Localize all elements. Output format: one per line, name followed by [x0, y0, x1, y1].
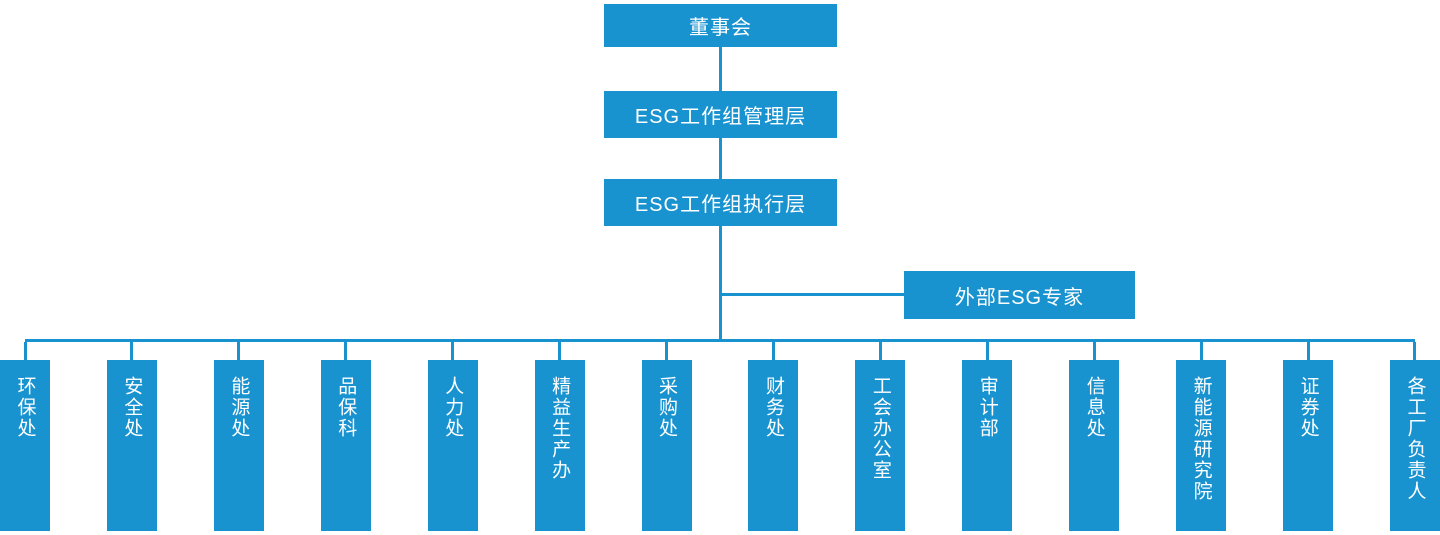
dept-label: 采购处	[656, 376, 678, 439]
connector-trunk-vertical	[719, 226, 722, 342]
dept-cell: 财务处	[748, 342, 799, 531]
org-node-department: 人力处	[427, 360, 478, 531]
org-node-department: 新能源研究院	[1176, 360, 1227, 531]
org-node-external-experts-label: 外部ESG专家	[954, 286, 1085, 309]
dept-label: 精益生产办	[549, 376, 571, 481]
dept-label: 各工厂负责人	[1404, 376, 1426, 502]
org-node-department: 安全处	[106, 360, 157, 531]
dept-cell: 工会办公室	[855, 342, 906, 531]
org-node-department: 采购处	[641, 360, 692, 531]
org-node-execution: ESG工作组执行层	[604, 179, 837, 226]
connector-dept-stub	[130, 342, 134, 360]
dept-label: 工会办公室	[869, 376, 891, 481]
connector-board-management	[719, 47, 722, 91]
dept-label: 新能源研究院	[1190, 376, 1212, 502]
dept-cell: 采购处	[641, 342, 692, 531]
connector-dept-stub	[878, 342, 882, 360]
org-node-management: ESG工作组管理层	[604, 91, 837, 138]
dept-label: 证券处	[1297, 376, 1319, 439]
org-node-board-label: 董事会	[689, 17, 752, 39]
connector-dept-stub	[1413, 342, 1417, 360]
connector-dept-stub	[665, 342, 669, 360]
connector-dept-stub	[451, 342, 455, 360]
org-node-department: 环保处	[0, 360, 50, 531]
connector-dept-stub	[1199, 342, 1203, 360]
dept-label: 安全处	[121, 376, 143, 439]
org-node-department: 能源处	[213, 360, 264, 531]
dept-cell: 证券处	[1283, 342, 1334, 531]
org-node-department: 审计部	[962, 360, 1013, 531]
connector-management-execution	[719, 138, 722, 179]
dept-cell: 能源处	[213, 342, 264, 531]
dept-cell: 精益生产办	[534, 342, 585, 531]
dept-label: 品保科	[335, 376, 357, 439]
connector-dept-stub	[344, 342, 348, 360]
connector-dept-stub	[1306, 342, 1310, 360]
dept-cell: 环保处	[0, 342, 50, 531]
dept-label: 审计部	[976, 376, 998, 439]
connector-dept-stub	[23, 342, 27, 360]
connector-external-branch	[720, 293, 904, 296]
dept-label: 财务处	[762, 376, 784, 439]
org-node-department: 精益生产办	[534, 360, 585, 531]
dept-cell: 品保科	[320, 342, 371, 531]
org-node-management-label: ESG工作组管理层	[634, 106, 807, 128]
dept-cell: 新能源研究院	[1176, 342, 1227, 531]
dept-label: 能源处	[228, 376, 250, 439]
org-node-department: 证券处	[1283, 360, 1334, 531]
org-node-department: 财务处	[748, 360, 799, 531]
org-node-department: 品保科	[320, 360, 371, 531]
org-node-department: 各工厂负责人	[1389, 360, 1440, 531]
dept-label: 环保处	[14, 376, 36, 439]
connector-departments-horizontal	[25, 339, 1415, 342]
dept-cell: 信息处	[1069, 342, 1120, 531]
dept-label: 人力处	[442, 376, 464, 439]
connector-dept-stub	[771, 342, 775, 360]
dept-cell: 审计部	[962, 342, 1013, 531]
org-node-external-experts: 外部ESG专家	[904, 271, 1135, 319]
org-node-execution-label: ESG工作组执行层	[634, 194, 807, 216]
dept-cell: 各工厂负责人	[1389, 342, 1440, 531]
connector-dept-stub	[237, 342, 241, 360]
org-node-department: 工会办公室	[855, 360, 906, 531]
connector-dept-stub	[1092, 342, 1096, 360]
org-node-board: 董事会	[604, 4, 837, 47]
dept-cell: 安全处	[106, 342, 157, 531]
dept-cell: 人力处	[427, 342, 478, 531]
departments-row: 环保处 安全处 能源处 品保科 人力处	[0, 342, 1440, 531]
connector-dept-stub	[558, 342, 562, 360]
org-node-department: 信息处	[1069, 360, 1120, 531]
connector-dept-stub	[985, 342, 989, 360]
dept-label: 信息处	[1083, 376, 1105, 439]
